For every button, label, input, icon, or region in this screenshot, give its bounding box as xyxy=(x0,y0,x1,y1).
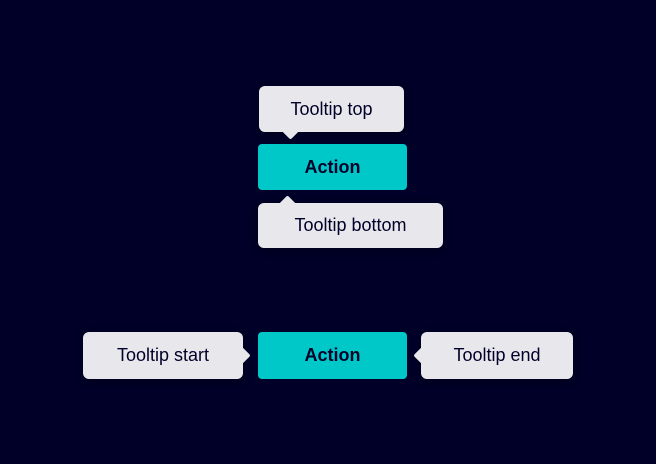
tooltip-start: Tooltip start xyxy=(83,332,251,379)
action-button-bottom-label: Action xyxy=(304,345,361,365)
tooltip-end: Tooltip end xyxy=(413,332,573,379)
tooltip-top: Tooltip top xyxy=(259,86,404,140)
tooltip-bottom: Tooltip bottom xyxy=(258,195,443,248)
caret-up-icon xyxy=(278,195,297,214)
tooltip-start-label: Tooltip start xyxy=(116,345,210,365)
caret-right-icon xyxy=(232,346,251,365)
tooltip-top-label: Tooltip top xyxy=(290,98,373,119)
tooltip-bottom-label: Tooltip bottom xyxy=(294,215,407,235)
caret-left-icon xyxy=(413,346,432,365)
action-button-top[interactable]: Action xyxy=(258,144,407,190)
tooltip-end-label: Tooltip end xyxy=(453,345,541,365)
action-button-top-label: Action xyxy=(304,156,361,177)
caret-down-icon xyxy=(281,121,300,140)
action-button-bottom[interactable]: Action xyxy=(258,332,407,379)
